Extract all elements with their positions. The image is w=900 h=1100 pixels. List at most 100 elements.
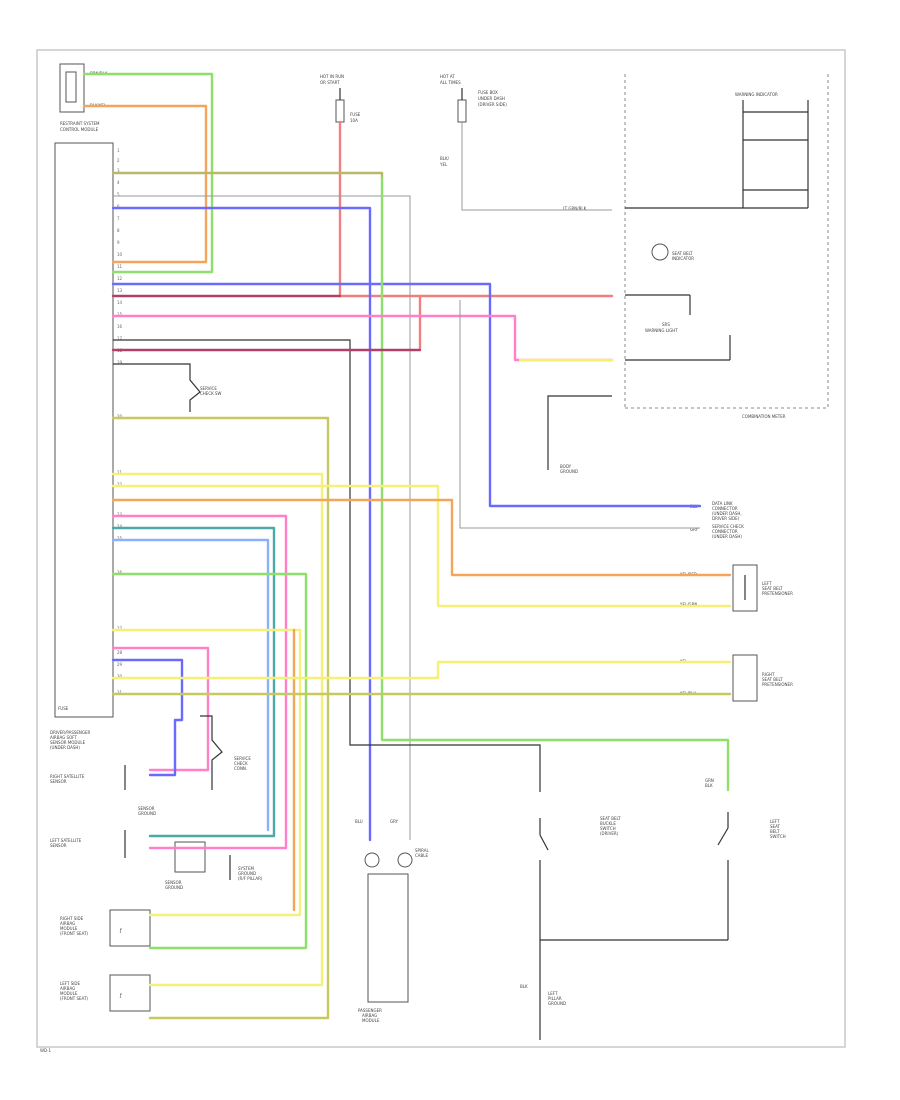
svg-text:LEFT: LEFT xyxy=(548,991,558,996)
svg-text:PRETENSIONER: PRETENSIONER xyxy=(762,591,793,596)
svg-text:15: 15 xyxy=(117,312,123,317)
svg-text:12: 12 xyxy=(117,276,123,281)
svg-text:28: 28 xyxy=(117,650,123,655)
svg-text:11: 11 xyxy=(117,264,123,269)
diagram-frame xyxy=(36,49,846,1048)
svg-text:SPIRAL: SPIRAL xyxy=(415,848,429,853)
svg-text:FUSE: FUSE xyxy=(350,112,361,117)
svg-text:LEFT SIDE: LEFT SIDE xyxy=(60,981,81,986)
wire-black-sensor-switch xyxy=(200,715,223,790)
svg-text:(FRONT SEAT): (FRONT SEAT) xyxy=(60,996,88,1001)
wire-blue-spiral xyxy=(111,206,372,842)
svg-text:SERVICE CHECK: SERVICE CHECK xyxy=(712,524,744,529)
wire-black-meter-ground xyxy=(547,395,612,470)
svg-text:PILLAR: PILLAR xyxy=(548,996,562,1001)
svg-text:GRY: GRY xyxy=(390,819,399,824)
svg-text:5: 5 xyxy=(117,192,120,197)
svg-text:ƒ: ƒ xyxy=(119,928,122,934)
svg-text:16: 16 xyxy=(117,324,123,329)
svg-text:AIRBAG: AIRBAG xyxy=(362,1013,377,1018)
svg-text:3: 3 xyxy=(117,168,120,173)
svg-text:YEL: YEL xyxy=(439,162,448,167)
svg-text:20: 20 xyxy=(117,414,123,419)
fuse-right: HOT AT ALL TIMES FUSE BOX UNDER DASH (DR… xyxy=(439,74,507,167)
svg-text:10A: 10A xyxy=(350,118,358,123)
svg-text:SYSTEM: SYSTEM xyxy=(238,866,254,871)
wire-grey-fuse xyxy=(461,122,612,211)
svg-text:GROUND: GROUND xyxy=(138,811,156,816)
svg-text:BLK: BLK xyxy=(705,783,713,788)
svg-text:CABLE: CABLE xyxy=(415,853,429,858)
svg-text:FUSE BOX: FUSE BOX xyxy=(478,90,498,95)
svg-text:HOT IN RUN: HOT IN RUN xyxy=(320,74,344,79)
svg-text:GRN: GRN xyxy=(705,778,714,783)
svg-text:GROUND: GROUND xyxy=(560,469,578,474)
right-side-airbag: ƒ RIGHT SIDE AIRBAG MODULE (FRONT SEAT) xyxy=(60,909,151,947)
svg-text:RIGHT SATELLITE: RIGHT SATELLITE xyxy=(50,774,85,779)
svg-text:DRIVER SIDE): DRIVER SIDE) xyxy=(712,516,740,521)
svg-text:17: 17 xyxy=(117,336,123,341)
svg-text:AIRBAG SOFT: AIRBAG SOFT xyxy=(50,735,77,740)
wire-green-buckle xyxy=(380,176,730,792)
svg-text:GROUND: GROUND xyxy=(548,1001,566,1006)
left-side-airbag: ƒ LEFT SIDE AIRBAG MODULE (FRONT SEAT) xyxy=(60,974,151,1012)
wire-grey-dlc xyxy=(459,300,700,529)
svg-text:7: 7 xyxy=(117,216,120,221)
wire-blue-dlc xyxy=(111,282,702,508)
svg-text:RIGHT: RIGHT xyxy=(762,672,775,677)
svg-text:SWITCH: SWITCH xyxy=(770,834,786,839)
right-satellite-sensor: DRIVER/PASSENGER AIRBAG SOFT SENSOR MODU… xyxy=(50,730,156,816)
svg-text:BLK/: BLK/ xyxy=(440,156,450,161)
svg-text:23: 23 xyxy=(117,512,123,517)
svg-text:25: 25 xyxy=(117,536,123,541)
svg-text:BELT: BELT xyxy=(770,829,780,834)
wire-grey-long xyxy=(113,195,411,840)
svg-text:10: 10 xyxy=(117,252,123,257)
svg-text:2: 2 xyxy=(117,158,120,163)
left-seat-belt-pretensioner: LEFT SEAT BELT PRETENSIONER YEL/RED YEL/… xyxy=(679,564,793,612)
fuse-left: HOT IN RUN OR START FUSE 10A xyxy=(320,74,361,123)
svg-text:MODULE: MODULE xyxy=(60,926,78,931)
wire-yellow-21 xyxy=(111,472,324,987)
svg-text:WARNING INDICATOR: WARNING INDICATOR xyxy=(735,92,778,97)
footer-label: WD-1 xyxy=(40,1048,51,1053)
svg-text:SERVICE: SERVICE xyxy=(200,386,217,391)
wire-red-ign xyxy=(338,120,422,350)
svg-text:GROUND: GROUND xyxy=(165,885,183,890)
wire-black-long xyxy=(113,339,541,792)
wire-olive-top xyxy=(111,171,384,180)
wire-yellow-side xyxy=(111,628,302,917)
right-seat-belt-buckle-switch: LEFT SEAT BELT SWITCH GRN BLK xyxy=(540,778,786,941)
svg-text:(UNDER DASH): (UNDER DASH) xyxy=(712,534,742,539)
svg-text:SENSOR: SENSOR xyxy=(50,843,67,848)
svg-text:(FRONT SEAT): (FRONT SEAT) xyxy=(60,931,88,936)
svg-text:SWITCH: SWITCH xyxy=(600,826,616,831)
svg-text:CONNECTOR: CONNECTOR xyxy=(712,529,738,534)
svg-text:RESTRAINT SYSTEM: RESTRAINT SYSTEM xyxy=(60,121,100,126)
svg-text:SRS: SRS xyxy=(662,322,670,327)
passenger-airbag-module: SPIRAL CABLE BLU GRY PASSENGER AIRBAG MO… xyxy=(355,819,429,1023)
svg-text:PASSENGER: PASSENGER xyxy=(358,1008,382,1013)
svg-text:24: 24 xyxy=(117,524,123,529)
svg-text:19: 19 xyxy=(117,360,123,365)
svg-text:COMBINATION METER: COMBINATION METER xyxy=(742,414,786,419)
wire-pink-right-sensor xyxy=(111,646,210,772)
svg-text:(DRIVER): (DRIVER) xyxy=(600,831,619,836)
svg-text:6: 6 xyxy=(117,204,120,209)
svg-text:PRETENSIONER: PRETENSIONER xyxy=(762,682,793,687)
wire-blue-right-sensor xyxy=(111,658,184,777)
svg-text:OR START: OR START xyxy=(320,80,340,85)
svg-text:RIGHT SIDE: RIGHT SIDE xyxy=(60,916,84,921)
svg-text:LEFT: LEFT xyxy=(770,819,780,824)
svg-text:SEAT BELT: SEAT BELT xyxy=(762,586,783,591)
svg-text:INDICATOR: INDICATOR xyxy=(672,256,694,261)
svg-text:DRIVER/PASSENGER: DRIVER/PASSENGER xyxy=(50,730,91,735)
wire-olive-side xyxy=(111,416,330,1020)
svg-text:GROUND: GROUND xyxy=(238,871,256,876)
svg-text:AIRBAG: AIRBAG xyxy=(60,921,75,926)
svg-text:BLU: BLU xyxy=(355,819,363,824)
wire-orange-pret-left xyxy=(111,498,732,577)
svg-text:WARNING LIGHT: WARNING LIGHT xyxy=(645,328,678,333)
svg-text:CONN.: CONN. xyxy=(234,766,247,771)
